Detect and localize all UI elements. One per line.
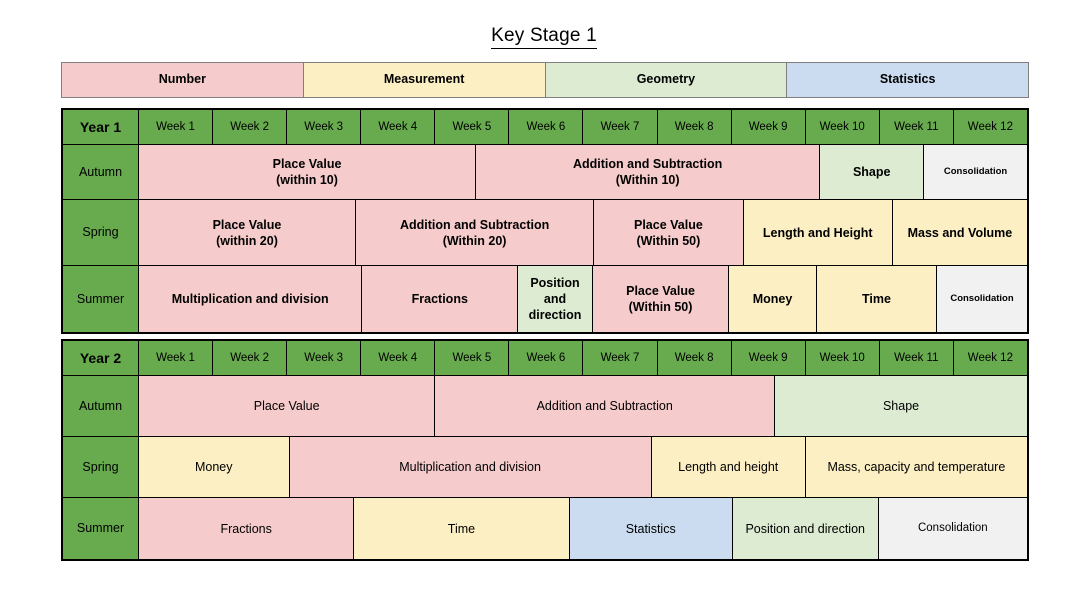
legend-item-geometry: Geometry	[545, 63, 788, 97]
week-header-12: Week 12	[953, 341, 1027, 376]
topic-cell: Length and height	[651, 437, 806, 498]
week-header-7: Week 7	[583, 341, 658, 376]
topic-cell: Addition and Subtraction (Within 10)	[476, 145, 821, 200]
topic-cell: Length and Height	[743, 200, 893, 266]
topic-cell: Place Value (within 10)	[139, 145, 477, 200]
week-header-7: Week 7	[583, 110, 658, 145]
week-header-1: Week 1	[139, 110, 214, 145]
week-header-10: Week 10	[805, 110, 880, 145]
topic-cell: Money	[729, 266, 817, 332]
week-header-6: Week 6	[509, 341, 584, 376]
term-label-spring: Spring	[63, 200, 139, 266]
week-header-2: Week 2	[213, 341, 288, 376]
topic-cell: Consolidation	[937, 266, 1027, 332]
term-label-summer: Summer	[63, 266, 139, 332]
week-header-4: Week 4	[361, 341, 436, 376]
legend-item-statistics: Statistics	[787, 63, 1028, 97]
week-header-10: Week 10	[805, 341, 880, 376]
topic-cell: Addition and Subtraction (Within 20)	[355, 200, 595, 266]
term-label-autumn: Autumn	[63, 376, 139, 437]
topic-cell: Fractions	[139, 498, 355, 559]
week-header-11: Week 11	[879, 110, 954, 145]
week-header-6: Week 6	[509, 110, 584, 145]
topic-cell: Place Value (Within 50)	[594, 200, 744, 266]
topic-cell: Money	[139, 437, 290, 498]
week-header-4: Week 4	[361, 110, 436, 145]
topic-cell: Consolidation	[924, 145, 1027, 200]
topic-cell: Shape	[820, 145, 925, 200]
page-title-container: Key Stage 1	[0, 25, 1088, 49]
topic-cell: Fractions	[362, 266, 519, 332]
legend-item-number: Number	[62, 63, 304, 97]
week-header-1: Week 1	[139, 341, 214, 376]
topic-cell: Time	[354, 498, 570, 559]
week-header-8: Week 8	[657, 341, 732, 376]
topic-cell: Time	[816, 266, 937, 332]
year-label: Year 1	[63, 110, 139, 145]
topic-cell: Position and direction	[518, 266, 593, 332]
week-header-2: Week 2	[213, 110, 288, 145]
week-header-9: Week 9	[731, 341, 806, 376]
topic-cell: Place Value (within 20)	[139, 200, 356, 266]
week-header-5: Week 5	[435, 341, 510, 376]
topic-cell: Place Value (Within 50)	[592, 266, 730, 332]
week-header-3: Week 3	[287, 110, 362, 145]
term-label-spring: Spring	[63, 437, 139, 498]
week-header-9: Week 9	[731, 110, 806, 145]
topic-cell: Place Value	[139, 376, 436, 437]
year-label: Year 2	[63, 341, 139, 376]
topic-cell: Consolidation	[878, 498, 1027, 559]
topic-cell: Statistics	[569, 498, 733, 559]
legend-item-measurement: Measurement	[303, 63, 546, 97]
topic-cell: Shape	[775, 376, 1027, 437]
topic-cell: Mass, capacity and temperature	[805, 437, 1027, 498]
week-header-11: Week 11	[879, 341, 954, 376]
term-label-autumn: Autumn	[63, 145, 139, 200]
term-label-summer: Summer	[63, 498, 139, 559]
week-header-12: Week 12	[953, 110, 1027, 145]
topic-cell: Addition and Subtraction	[435, 376, 776, 437]
week-header-5: Week 5	[435, 110, 510, 145]
topic-cell: Multiplication and division	[289, 437, 652, 498]
page-title: Key Stage 1	[491, 25, 597, 49]
topic-cell: Multiplication and division	[139, 266, 363, 332]
week-header-3: Week 3	[287, 341, 362, 376]
topic-cell: Position and direction	[732, 498, 879, 559]
topic-cell: Mass and Volume	[892, 200, 1027, 266]
week-header-8: Week 8	[657, 110, 732, 145]
